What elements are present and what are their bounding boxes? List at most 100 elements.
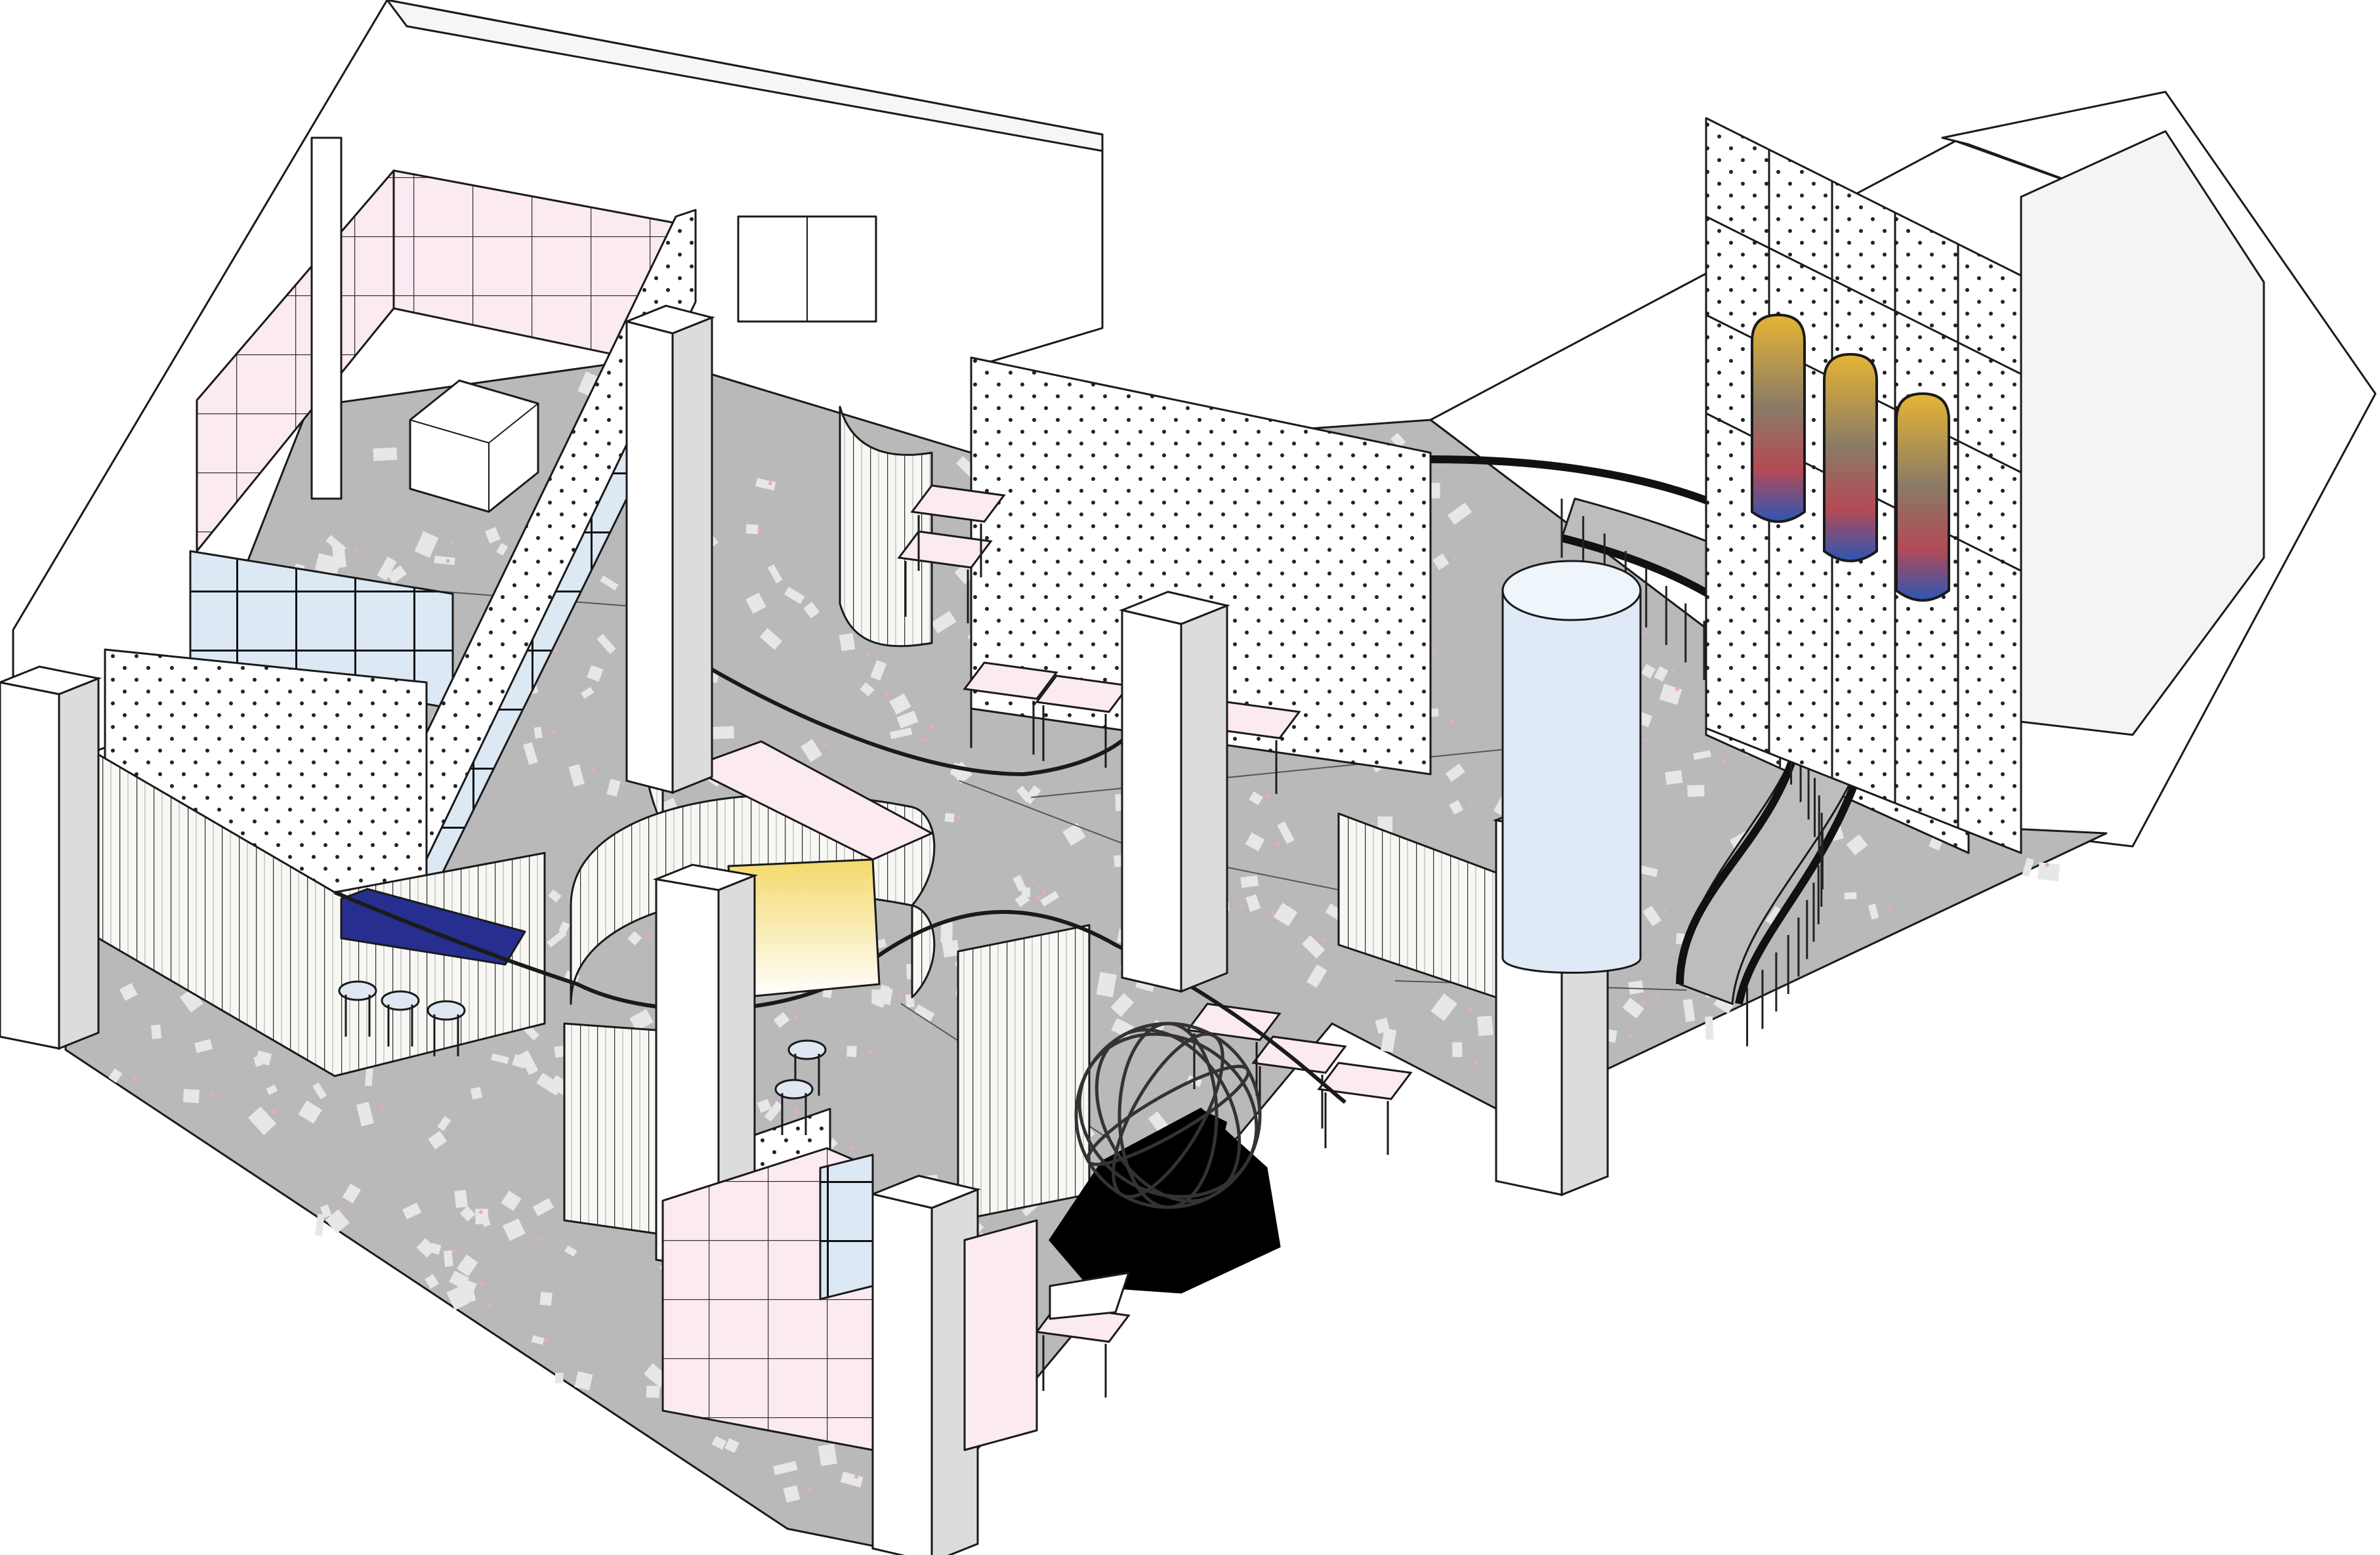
floor-chip <box>1844 892 1857 900</box>
floor-chip <box>596 634 616 654</box>
floor-chip <box>755 478 776 491</box>
gallery-rail-upper <box>688 654 1131 777</box>
floor-chip <box>839 632 856 652</box>
floor-chip <box>574 1371 593 1391</box>
floor-dot <box>1276 842 1280 847</box>
floor-dot <box>757 527 762 531</box>
floor-dot <box>808 1488 812 1493</box>
floor-chip <box>1114 855 1122 867</box>
floor-dot <box>929 724 934 729</box>
floor-chip <box>548 889 562 903</box>
pillar-south-top <box>869 1174 981 1209</box>
floor-chip <box>496 543 509 556</box>
floor-chip <box>745 592 766 614</box>
floor-chip <box>1642 905 1662 926</box>
floor-dot <box>590 767 595 772</box>
arched-panel-3 <box>1895 392 1950 602</box>
floor-chip <box>889 693 911 715</box>
floor-chip <box>1654 666 1669 682</box>
floor-chip <box>266 1085 278 1096</box>
floor-dot <box>1675 687 1680 692</box>
floor-chip <box>1638 865 1658 877</box>
floor-chip <box>1449 800 1463 815</box>
cylinder-top <box>1501 560 1642 621</box>
pillar-center-face <box>1121 609 1182 993</box>
floor-chip <box>860 682 875 697</box>
floor-chip <box>1447 502 1472 525</box>
pink-desk-center <box>688 740 933 861</box>
floor-chip <box>875 984 890 1008</box>
floor-chip <box>457 1254 478 1277</box>
floor-chip <box>1245 832 1265 852</box>
floor-chip <box>940 921 953 943</box>
floor-chip <box>1687 785 1705 797</box>
arched-panel-2 <box>1823 352 1878 562</box>
stair-balusters <box>1560 499 1824 1047</box>
floor-chip <box>1846 834 1868 856</box>
furniture <box>338 484 1413 1398</box>
floor-chip <box>414 531 439 558</box>
floor-chip <box>1016 785 1033 803</box>
floor-chip <box>428 1130 448 1150</box>
north-back-wall <box>386 0 1104 152</box>
floor-dot <box>339 1207 343 1212</box>
floor-chip <box>896 711 919 729</box>
cabinet-window <box>819 1153 874 1300</box>
floor-chip <box>930 610 957 634</box>
desk-top <box>1035 674 1131 713</box>
floor-dot <box>1432 648 1436 653</box>
floor-chip <box>1713 995 1734 1014</box>
floor-chip <box>533 726 543 739</box>
floor-chip <box>539 1291 553 1306</box>
floor-chip <box>783 587 805 604</box>
floor-dot <box>1321 938 1326 943</box>
floor-dot <box>848 1146 853 1151</box>
floor-chip <box>564 1245 577 1257</box>
floor-chip <box>416 1237 436 1258</box>
stools <box>338 980 827 1135</box>
floor-dot <box>354 548 359 552</box>
floor-dot <box>1628 1034 1633 1039</box>
dome-ring <box>1086 1064 1250 1167</box>
floor-dot <box>446 559 450 564</box>
front-cabinet <box>661 1147 1130 1451</box>
floor-dot <box>1473 1060 1478 1064</box>
floor-chip <box>1096 972 1117 997</box>
left-room <box>189 136 697 920</box>
wall-grid-h <box>1705 215 2022 375</box>
floor-dot <box>621 781 626 786</box>
floor-chip <box>434 556 455 566</box>
floor-chip <box>772 1461 798 1476</box>
floor-chip <box>724 1438 740 1453</box>
floor-chip <box>454 1190 468 1209</box>
floor-chip <box>1682 999 1696 1022</box>
floor-chip <box>547 929 567 947</box>
floor-chip <box>577 371 599 397</box>
screen-north <box>970 356 1432 776</box>
floor-chip <box>455 1285 476 1304</box>
pillar-west-side <box>58 676 100 1050</box>
floor-chip <box>759 628 783 650</box>
floor-dot <box>487 1304 491 1308</box>
floor-chip <box>1445 763 1465 782</box>
floor-chip <box>1249 791 1263 806</box>
floor-chip <box>179 988 203 1013</box>
floor-chip <box>1452 1042 1463 1058</box>
floor-chip <box>783 1485 801 1503</box>
pillar-north-center-side <box>671 316 713 795</box>
floor-dot <box>645 934 650 938</box>
pillar-north-center-top <box>623 304 715 335</box>
dome-ring <box>1077 1032 1259 1199</box>
curtain-lower-left <box>563 1022 658 1235</box>
floor-chip <box>587 665 604 682</box>
floor-dot <box>133 1077 138 1081</box>
arched-panels <box>1751 313 1950 602</box>
floor-chip <box>501 1190 522 1211</box>
floor-chip <box>386 565 407 584</box>
floor-chip <box>1381 1028 1397 1053</box>
floor-dot <box>449 541 454 545</box>
floor-chip <box>365 1068 373 1087</box>
stool-seat <box>774 1079 814 1100</box>
floor-chip <box>711 726 734 739</box>
